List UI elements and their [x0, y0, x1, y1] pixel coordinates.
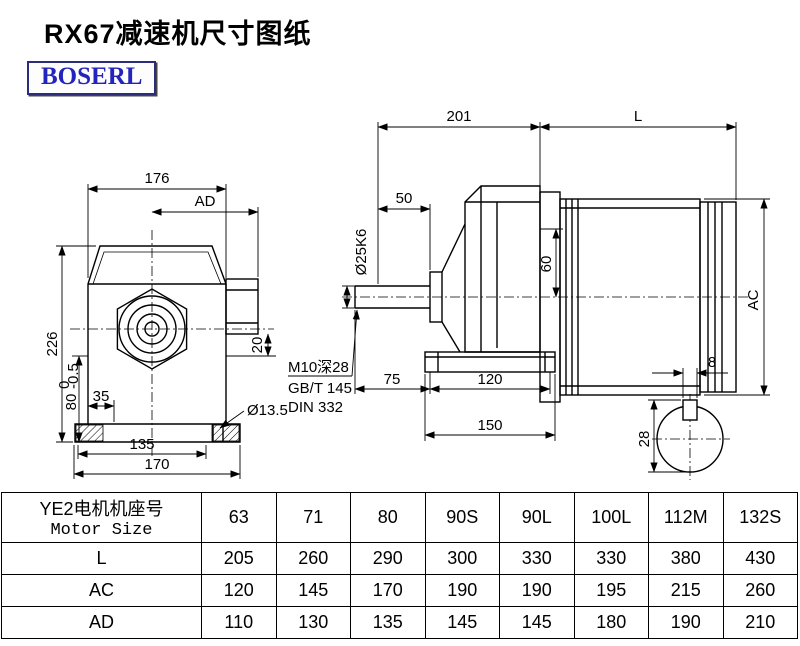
motor-size-col-112m: 112M	[648, 492, 724, 543]
table-row-AD: AD 110 130 135 145 145 180 190 210	[1, 606, 798, 639]
fan-cover	[699, 201, 737, 393]
motor-size-col-71: 71	[275, 492, 351, 543]
dim-80: 80	[63, 394, 80, 411]
table-cell: 330	[573, 542, 649, 575]
motor-size-col-90s: 90S	[424, 492, 500, 543]
table-cell: 215	[648, 574, 724, 607]
dim-35: 35	[93, 388, 110, 405]
gearbox-body	[464, 185, 541, 353]
motor-header-cn: YE2电机机座号	[39, 499, 164, 519]
motor-size-col-63: 63	[201, 492, 277, 543]
table-cell: 300	[424, 542, 500, 575]
shaft-key-detail: 8 28	[636, 354, 730, 480]
dim-8: 8	[708, 354, 716, 371]
table-cell: 110	[201, 606, 277, 639]
dim-226: 226	[44, 331, 61, 356]
dim-170: 170	[144, 456, 169, 473]
dim-20: 20	[249, 337, 266, 354]
dim-60: 60	[538, 256, 555, 273]
technical-drawing: 176 AD 226 80 0 -0.5 35 135 170 20 Ø13.5	[44, 108, 770, 480]
table-cell: 210	[722, 606, 798, 639]
table-row-AC: AC 120 145 170 190 190 195 215 260	[1, 574, 798, 607]
dim-120: 120	[477, 371, 502, 388]
table-cell: 180	[573, 606, 649, 639]
table-cell: 430	[722, 542, 798, 575]
dim-176: 176	[144, 170, 169, 187]
page-title: RX67减速机尺寸图纸	[44, 19, 312, 49]
table-cell: 260	[275, 542, 351, 575]
front-base-plate	[74, 423, 241, 443]
boserl-logo-text: BOSERL	[41, 63, 143, 90]
table-cell: 330	[499, 542, 575, 575]
table-cell: 290	[350, 542, 426, 575]
row-label-AD: AD	[1, 606, 202, 639]
table-cell: 145	[275, 574, 351, 607]
dim-shaft-25k6: Ø25K6	[353, 229, 370, 276]
motor-size-col-132s: 132S	[722, 492, 798, 543]
dim-hole-13-5: Ø13.5	[247, 402, 288, 419]
motor-size-header: YE2电机机座号 Motor Size	[1, 492, 202, 543]
dimension-table: YE2电机机座号 Motor Size 63 71 80 90S 90L 100…	[1, 492, 798, 639]
dim-AD: AD	[195, 193, 216, 210]
side-view: 201 L 50 Ø25K6 60 AC M10深28 GB/T 145 DIN…	[288, 108, 770, 441]
foot-hatch-left	[75, 424, 104, 442]
motor-size-col-90l: 90L	[499, 492, 575, 543]
standard-din: DIN 332	[288, 399, 343, 416]
standard-gb: GB/T 145	[288, 380, 352, 397]
dim-150: 150	[477, 417, 502, 434]
row-label-AC: AC	[1, 574, 202, 607]
table-cell: 130	[275, 606, 351, 639]
dim-135: 135	[129, 436, 154, 453]
table-header-row: YE2电机机座号 Motor Size 63 71 80 90S 90L 100…	[1, 492, 798, 543]
motor-size-col-100l: 100L	[573, 492, 649, 543]
dim-80-tol-lower: -0.5	[65, 363, 82, 389]
foot-hatch-right	[211, 424, 240, 442]
dim-75: 75	[384, 371, 401, 388]
table-cell: 190	[424, 574, 500, 607]
table-cell: 170	[350, 574, 426, 607]
table-cell: 145	[499, 606, 575, 639]
dim-28: 28	[636, 431, 653, 448]
table-row-L: L 205 260 290 300 330 330 380 430	[1, 542, 798, 575]
dim-201: 201	[446, 108, 471, 125]
table-cell: 260	[722, 574, 798, 607]
dim-L: L	[634, 108, 642, 125]
thread-note: M10深28	[288, 359, 349, 376]
dim-80-tol-upper: 0	[56, 381, 73, 389]
output-flange	[225, 278, 259, 335]
table-cell: 190	[499, 574, 575, 607]
base-plate	[424, 351, 556, 373]
table-cell: 120	[201, 574, 277, 607]
table-cell: 135	[350, 606, 426, 639]
table-cell: 195	[573, 574, 649, 607]
front-view: 176 AD 226 80 0 -0.5 35 135 170 20 Ø13.5	[44, 170, 288, 479]
row-label-L: L	[1, 542, 202, 575]
dim-50: 50	[396, 190, 413, 207]
motor-header-en: Motor Size	[50, 521, 153, 540]
motor-size-col-80: 80	[350, 492, 426, 543]
boserl-logo: BOSERL	[27, 61, 157, 95]
table-cell: 145	[424, 606, 500, 639]
page-header: RX67减速机尺寸图纸 BOSERL	[0, 0, 800, 104]
table-cell: 205	[201, 542, 277, 575]
dim-AC: AC	[745, 289, 762, 310]
table-cell: 190	[648, 606, 724, 639]
table-cell: 380	[648, 542, 724, 575]
keyway	[682, 399, 698, 421]
